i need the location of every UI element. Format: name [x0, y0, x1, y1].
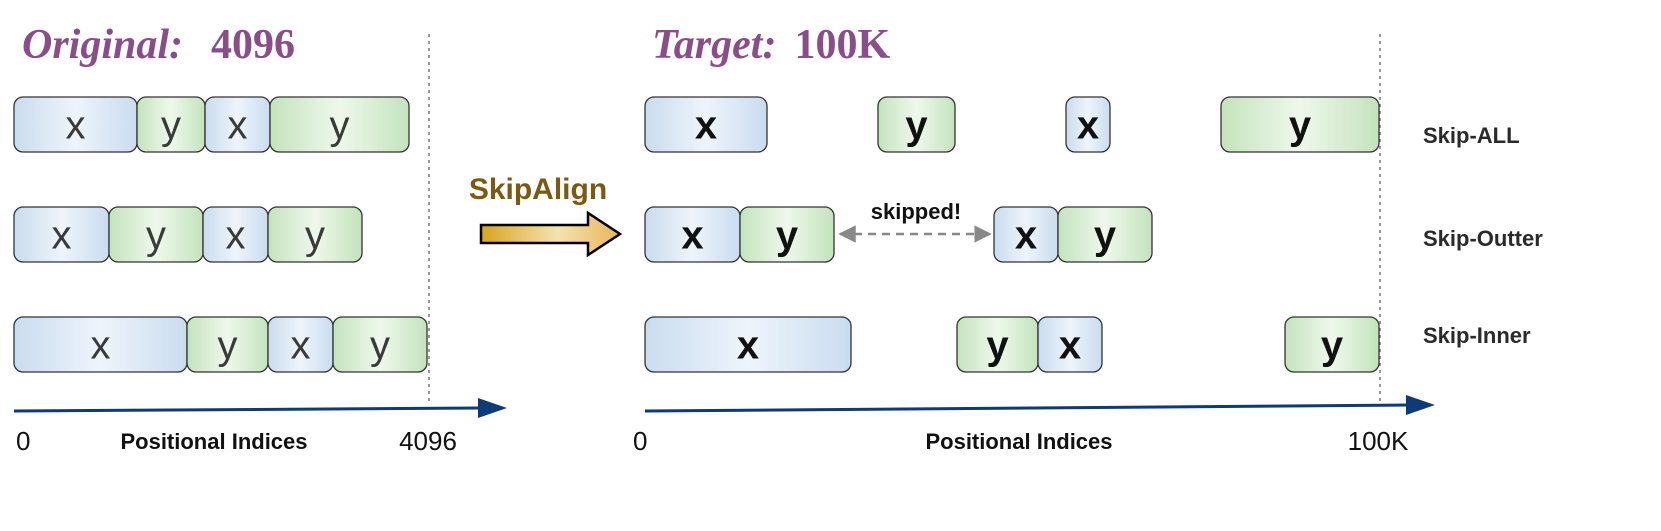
- left-axis-end: 4096: [399, 426, 457, 456]
- left-axis-line: [13, 406, 481, 413]
- right-row2-token-label-4: y: [1094, 214, 1117, 258]
- left-row3-token-label-2: y: [218, 324, 238, 368]
- right-row3-token-box-4: [1284, 316, 1380, 373]
- left-row2-token-label-2: y: [146, 214, 166, 258]
- right-row3-token-label-3: x: [1059, 324, 1081, 368]
- left-title-value: 4096: [211, 22, 295, 68]
- left-row2-token-box-4: [267, 206, 363, 263]
- right-row2-token-label-3: x: [1015, 214, 1037, 258]
- row-label-skip-inner: Skip-Inner: [1423, 323, 1531, 348]
- left-row3-token-label-1: x: [91, 324, 111, 368]
- left-title: Original: 4096: [22, 22, 295, 68]
- left-row2-token-label-1: x: [52, 214, 72, 258]
- right-row1-token-label-2: y: [905, 104, 928, 148]
- right-row1-token-label-4: y: [1289, 104, 1312, 148]
- right-row3-token-box-1: [644, 316, 852, 373]
- right-axis-arrowhead-icon: [1406, 395, 1435, 415]
- right-row2-token-label-1: x: [681, 214, 703, 258]
- left-row3-token-box-4: [332, 316, 428, 373]
- right-row3-token-label-4: y: [1321, 324, 1344, 368]
- skipalign-label: SkipAlign: [469, 173, 607, 206]
- right-row1-token-box-1: [644, 96, 768, 153]
- left-axis-arrowhead-icon: [478, 398, 507, 418]
- left-row2-token-label-3: x: [226, 214, 246, 258]
- right-row2-token-label-2: y: [776, 214, 799, 258]
- right-axis-label: Positional Indices: [925, 429, 1112, 454]
- left-row3-token-label-4: y: [370, 324, 390, 368]
- left-title-italic: Original:: [22, 22, 183, 68]
- right-title-italic: Target:: [652, 22, 776, 68]
- right-axis-end: 100K: [1348, 426, 1409, 456]
- left-axis-start: 0: [16, 426, 30, 456]
- skipalign-arrow-icon: [479, 210, 623, 258]
- right-axis-line: [644, 403, 1409, 413]
- right-token-rows: x y x y x y x y x y x y: [644, 96, 1380, 373]
- right-row3-token-label-1: x: [737, 324, 759, 368]
- right-title: Target: 100K: [652, 22, 890, 68]
- right-row3-token-label-2: y: [986, 324, 1009, 368]
- left-row1-token-label-3: x: [228, 104, 248, 148]
- row-label-skip-outter: Skip-Outter: [1423, 226, 1543, 251]
- right-row1-token-label-3: x: [1077, 104, 1099, 148]
- right-row1-token-box-4: [1220, 96, 1380, 153]
- right-row1-token-box-3: [1065, 96, 1111, 153]
- left-token-rows: x y x y x y x y x y x y: [13, 96, 428, 373]
- right-title-value: 100K: [794, 22, 890, 68]
- right-row1-token-box-2: [877, 96, 956, 153]
- left-row1-token-label-2: y: [161, 104, 181, 148]
- skipped-label: skipped!: [871, 199, 961, 224]
- left-row3-token-label-3: x: [291, 324, 311, 368]
- right-row1-token-label-1: x: [695, 104, 717, 148]
- right-row2-token-box-4: [1057, 206, 1153, 263]
- right-row3-token-box-3: [1037, 316, 1103, 373]
- left-axis-label: Positional Indices: [120, 429, 307, 454]
- right-row2-token-box-2: [739, 206, 835, 263]
- left-row1-token-label-1: x: [66, 104, 86, 148]
- row-label-skip-all: Skip-ALL: [1423, 123, 1520, 148]
- left-row2-token-label-4: y: [305, 214, 325, 258]
- left-row1-token-label-4: y: [330, 104, 350, 148]
- right-axis-start: 0: [633, 426, 647, 456]
- left-row1-token-box-4: [269, 96, 410, 153]
